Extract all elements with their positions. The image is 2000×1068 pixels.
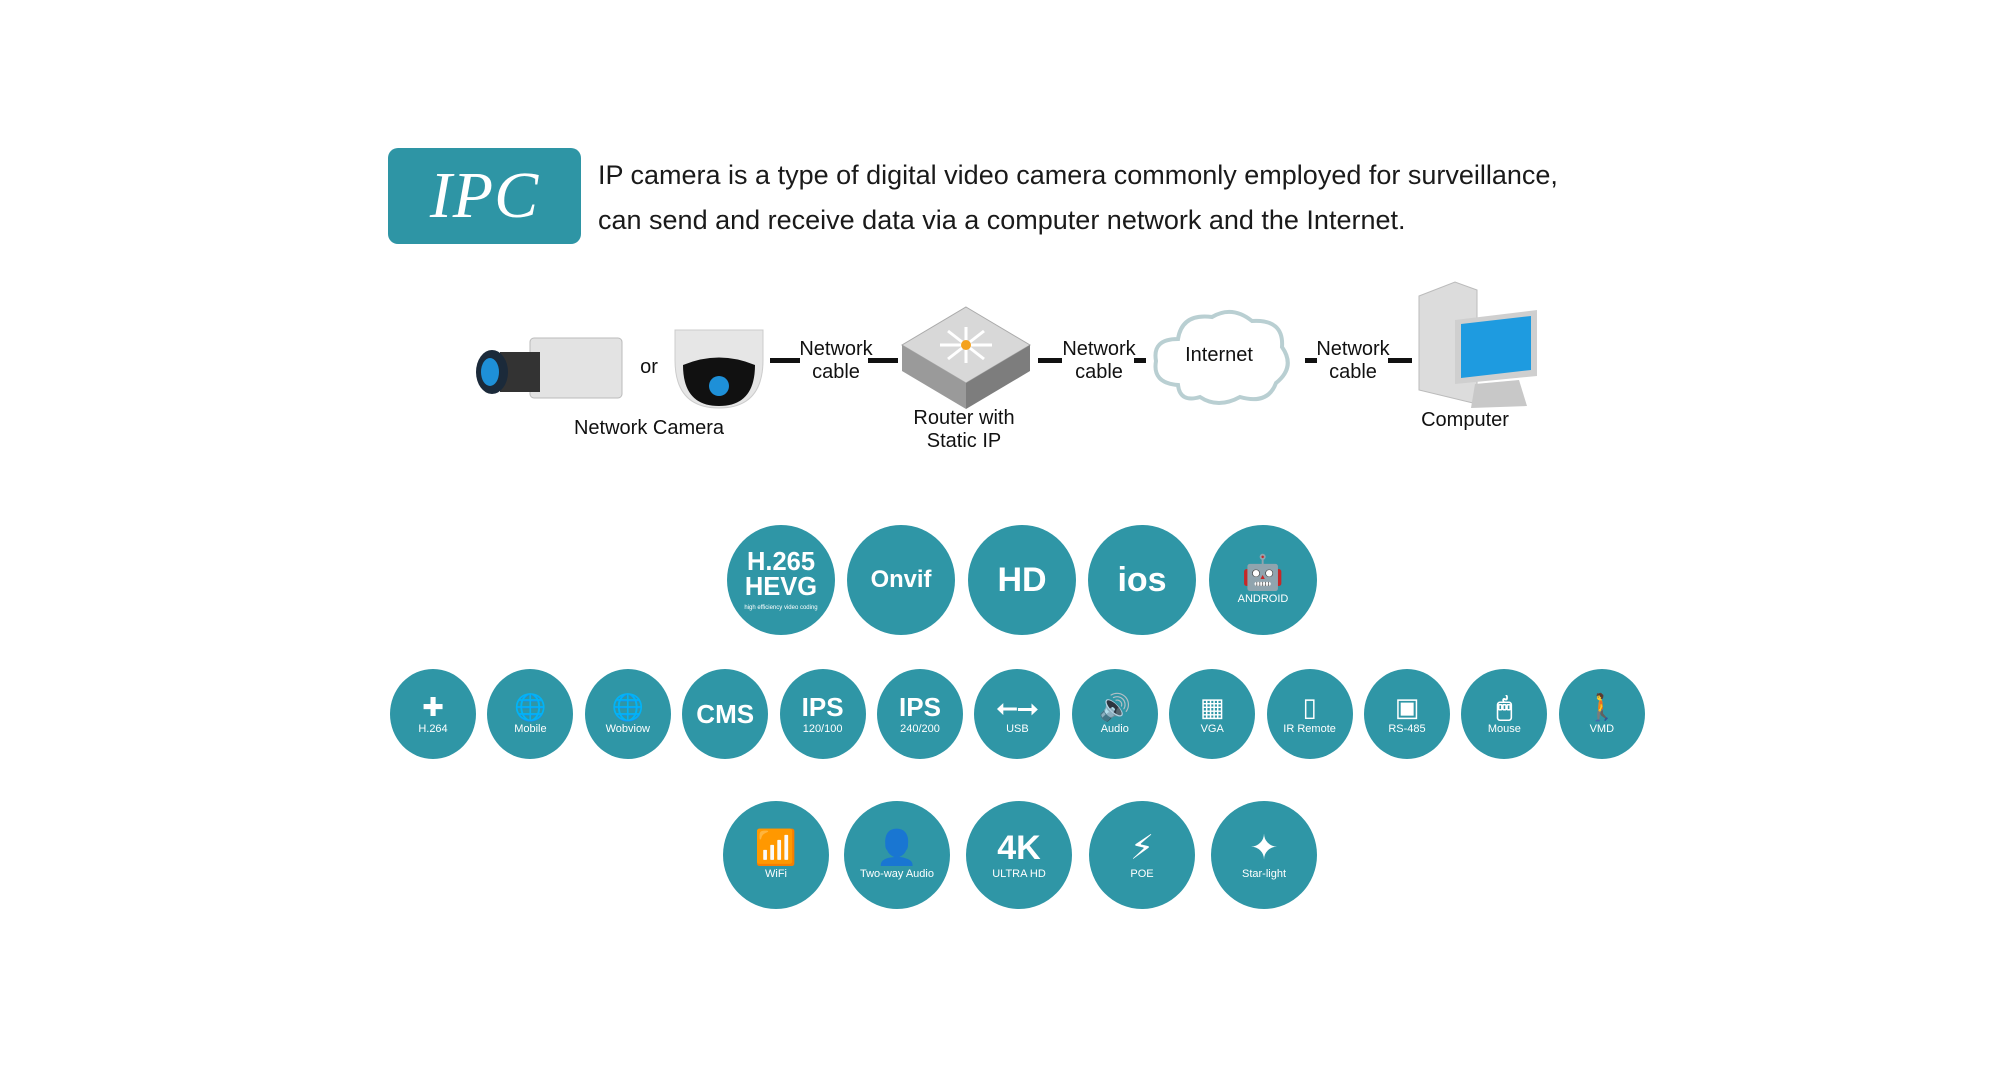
cable-line (770, 358, 800, 363)
router-icon (901, 306, 1031, 409)
starlight-icon: ✦ (1249, 828, 1279, 867)
poe-icon: ⚡ (1130, 828, 1154, 867)
feature-label: ULTRA HD (992, 867, 1046, 880)
feature-wifi: 📶WiFi (723, 801, 829, 909)
feature-webview: 🌐Wobviow (584, 669, 671, 759)
cable-line (1305, 358, 1317, 363)
ipc-badge: IPC (388, 148, 581, 244)
ips-monitor-icon: IPS (801, 691, 844, 722)
feature-label: WiFi (765, 867, 787, 880)
network-camera-label: Network Camera (573, 417, 725, 439)
vga-icon: ▦ (1199, 691, 1225, 722)
computer-icon (1418, 281, 1537, 408)
android-icon: 🤖 (1241, 553, 1285, 592)
feature-label: IR Remote (1283, 722, 1336, 735)
audio-icon: 🔊 (1098, 691, 1131, 722)
description-line-1: IP camera is a type of digital video cam… (598, 160, 1558, 190)
feature-two-way-audio: 👤Two-way Audio (844, 801, 950, 909)
feature-label: 240/200 (900, 722, 940, 735)
cms-icon: CMS (696, 699, 755, 729)
cable-line (1134, 358, 1146, 363)
computer-label: Computer (1421, 409, 1509, 431)
or-label: or (640, 356, 658, 378)
h264-icon: ✚ (422, 691, 444, 722)
feature-h264: ✚H.264 (390, 669, 476, 759)
feature-label: VMD (1589, 722, 1615, 735)
wifi-icon: 📶 (754, 828, 798, 867)
feature-mouse: 🖱Mouse (1461, 669, 1548, 759)
two-way-audio-icon: 👤 (875, 828, 919, 867)
feature-usb: ⭠⭢USB (974, 669, 1061, 759)
usb-icon: ⭠⭢ (996, 691, 1039, 722)
h265-icon: H.265 HEVG (744, 547, 818, 601)
feature-label: H.264 (418, 722, 448, 735)
feature-label: Star-light (1241, 867, 1287, 880)
internet-label: Internet (1185, 344, 1253, 366)
onvif-icon: Onvif (870, 566, 932, 594)
feature-label: Two-way Audio (860, 867, 934, 880)
feature-label: high efficiency video coding (744, 604, 818, 611)
webview-icon: 🌐 (611, 691, 644, 722)
feature-poe: ⚡POE (1089, 801, 1195, 909)
feature-rs485: ▣RS-485 (1364, 669, 1450, 759)
feature-label: USB (1006, 722, 1029, 735)
cloud-icon (1153, 309, 1290, 405)
box-camera-icon (476, 337, 623, 399)
feature-label: RS-485 (1388, 722, 1426, 735)
feature-label: Mouse (1487, 722, 1521, 735)
feature-label: Wobviow (605, 722, 651, 735)
ips-monitor-icon: IPS (899, 691, 941, 722)
feature-hd: HD (968, 525, 1076, 635)
feature-starlight: ✦Star-light (1211, 801, 1317, 909)
feature-label: ANDROID (1237, 592, 1289, 605)
cable-line (1038, 358, 1062, 363)
feature-vmd: 🚶VMD (1558, 669, 1645, 759)
description-line-2: can send and receive data via a computer… (598, 205, 1406, 235)
feature-label: POE (1130, 867, 1154, 880)
cable-line (1388, 358, 1412, 363)
feature-label: Mobile (514, 722, 547, 735)
feature-vga: ▦VGA (1169, 669, 1256, 759)
feature-label: Audio (1100, 722, 1129, 735)
4k-icon: 4K (997, 828, 1041, 867)
ios-icon: ios (1117, 561, 1167, 599)
feature-onvif: Onvif (847, 525, 955, 635)
rs485-icon: ▣ (1394, 691, 1420, 722)
vmd-icon: 🚶 (1585, 691, 1618, 722)
feature-h265: H.265 HEVG high efficiency video coding (727, 525, 835, 635)
feature-label: 120/100 (802, 722, 843, 735)
feature-android: 🤖ANDROID (1209, 525, 1317, 635)
feature-label: VGA (1200, 722, 1224, 735)
mouse-icon: 🖱 (1496, 691, 1513, 722)
feature-audio: 🔊Audio (1071, 669, 1158, 759)
dome-camera-icon (674, 329, 764, 409)
mobile-icon: 🌐 (514, 691, 547, 722)
ir-remote-icon: ▯ (1302, 691, 1317, 722)
feature-cms: CMS (682, 669, 769, 759)
hd-icon: HD (997, 561, 1047, 599)
feature-ir-remote: ▯IR Remote (1266, 669, 1353, 759)
cable-line (868, 358, 898, 363)
feature-mobile: 🌐Mobile (487, 669, 574, 759)
feature-ios: ios (1088, 525, 1196, 635)
